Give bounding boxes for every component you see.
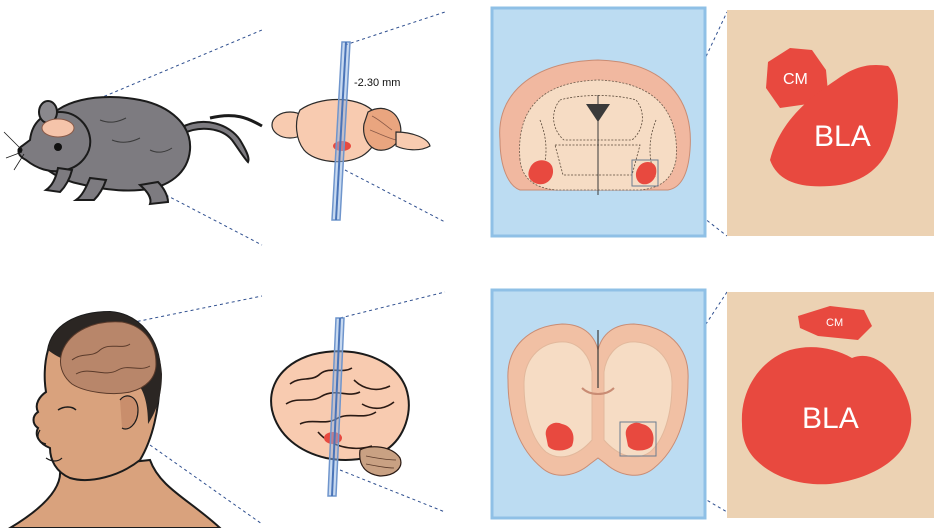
mouse-amygdala-zoom-panel: CM BLA (727, 10, 934, 236)
human-brain-icon (271, 318, 409, 496)
mouse-icon (4, 97, 262, 204)
mouse-brain-icon (272, 42, 430, 220)
mouse-cm-label: CM (783, 71, 808, 88)
human-section-panel (492, 290, 705, 518)
human-bla-label: BLA (802, 402, 859, 435)
human-cm-label: CM (826, 317, 843, 329)
human-amygdala-zoom-panel: CM BLA (727, 292, 934, 518)
slice-depth-label: -2.30 mm (354, 77, 400, 89)
mouse-section-panel (492, 8, 705, 236)
mouse-bla-label: BLA (814, 120, 871, 153)
human-head-icon (10, 312, 220, 528)
